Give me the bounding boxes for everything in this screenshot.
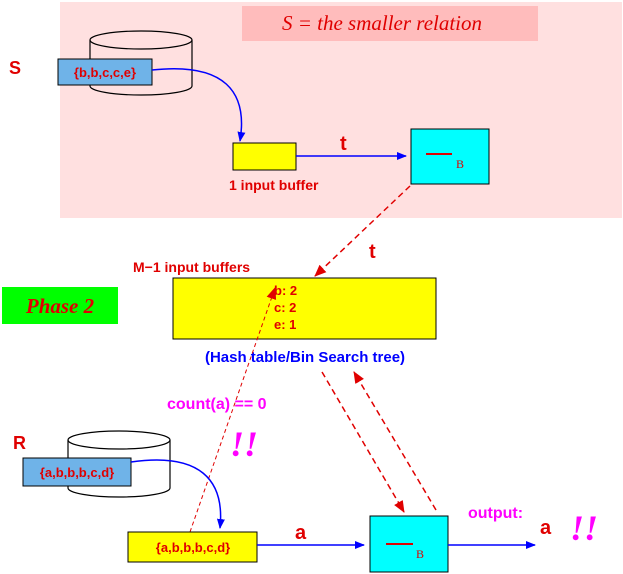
- top-buffer-subscript: B: [456, 157, 464, 171]
- s-label: S: [9, 58, 21, 78]
- relation-title: S = the smaller relation: [282, 11, 482, 35]
- r-disk-icon: [67, 430, 171, 498]
- hash-entry-c: c: 2: [274, 300, 296, 315]
- relation-title-box: [242, 6, 538, 41]
- tuple-t-mid: t: [369, 241, 376, 263]
- hash-entry-e: e: 1: [274, 317, 296, 332]
- phase-box: [2, 287, 118, 324]
- m1-input-buffers-label: M−1 input buffers: [133, 259, 250, 275]
- one-input-buffer-label: 1 input buffer: [229, 177, 319, 193]
- probe-down-arrow: [321, 371, 405, 513]
- r-read-arrow: [130, 459, 225, 529]
- r-tuples-box: [22, 457, 132, 487]
- bottom-buffer-subscript: B: [416, 547, 424, 561]
- exclaim-left: !!: [230, 424, 258, 464]
- s-disk-icon: [89, 30, 193, 96]
- lookup-arrow: [189, 287, 277, 533]
- r-buffer-tuples: {a,b,b,b,c,d}: [156, 540, 230, 555]
- s-tuples: {b,b,c,c,e}: [74, 65, 136, 80]
- hash-entry-b: b: 2: [274, 283, 297, 298]
- output-label: output:: [468, 505, 523, 522]
- tuple-a: a: [295, 522, 307, 544]
- output-tuple: a: [540, 517, 552, 539]
- probe-up-arrow: [353, 371, 437, 511]
- phase-label: Phase 2: [25, 294, 95, 318]
- r-tuples: {a,b,b,b,c,d}: [40, 465, 114, 480]
- s-input-buffer: [232, 142, 297, 171]
- s-tuples-box: [57, 58, 153, 86]
- r-label: R: [13, 433, 26, 453]
- hash-table-buffer: [172, 277, 437, 340]
- r-input-buffer: [127, 531, 258, 563]
- count-test-label: count(a) == 0: [167, 396, 267, 413]
- t-insert-arrow: [314, 185, 411, 277]
- hash-table-note: (Hash table/Bin Search tree): [205, 349, 405, 366]
- tuple-t-top: t: [340, 133, 347, 155]
- exclaim-right: !!: [570, 508, 598, 548]
- s-read-arrow: [151, 68, 246, 142]
- s-output-buffer: [410, 128, 490, 185]
